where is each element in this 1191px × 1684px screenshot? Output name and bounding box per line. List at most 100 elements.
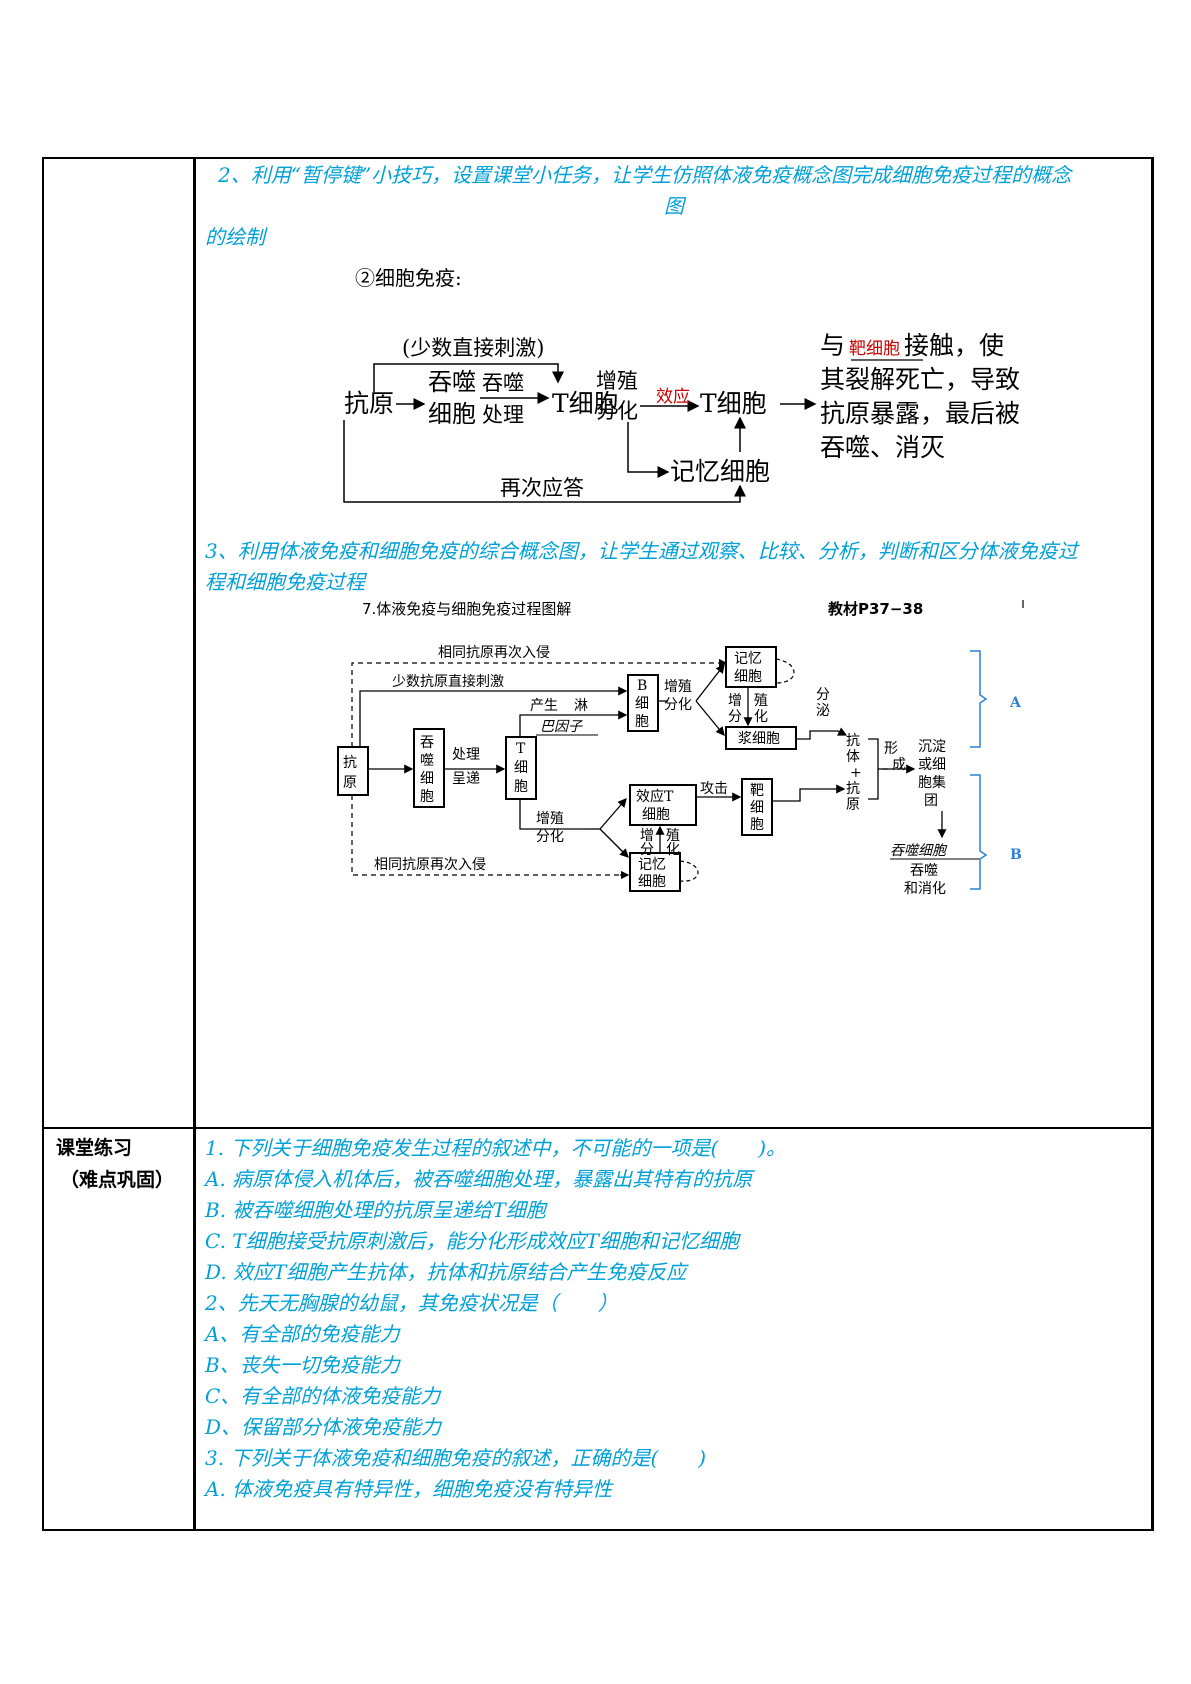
section2-line1: 2、利用“暂停键”小技巧，设置课堂小任务，让学生仿照体液免疫概念图完成细胞免疫过…	[218, 163, 1072, 187]
immunity-process-diagram: 抗 原 相同抗原再次入侵 少数抗原直接刺激 吞 噬 细 胞 处理 呈递 T 细 …	[337, 644, 1022, 895]
question-line: C、有全部的体液免疫能力	[205, 1384, 441, 1408]
stray-mark	[1022, 600, 1024, 608]
d7-plus: +	[850, 765, 862, 781]
d7-zhi-1: 殖	[754, 692, 768, 709]
ci-prolif-2: 分化	[596, 399, 638, 423]
table-column-divider	[193, 157, 196, 1531]
question-line: C. T细胞接受抗原刺激后，能分化形成效应T细胞和记忆细胞	[205, 1229, 739, 1253]
d7-produce-1: 产生	[530, 698, 558, 714]
d7-form-1: 形	[884, 741, 898, 757]
ci-few-direct: (少数直接刺激)	[402, 336, 544, 360]
d7-fen-2: 分	[640, 842, 654, 858]
d7-prolif-3: 增殖	[536, 810, 564, 827]
d7-ab-1: 抗	[846, 733, 860, 749]
d7-fen-1: 分	[728, 709, 742, 725]
ci-proc-1: 吞噬	[482, 371, 524, 395]
d7-hua-1: 化	[754, 709, 768, 725]
ci-effector: 效应	[656, 387, 690, 407]
d7-zeng-2: 增	[640, 828, 654, 844]
diagram7-ref: 教材P37−38	[828, 600, 924, 618]
question-line: A、有全部的免疫能力	[205, 1322, 400, 1346]
d7-hua-2: 化	[666, 842, 680, 858]
ci-phago-2: 细胞	[428, 400, 476, 428]
section2-line1b: 图	[664, 194, 684, 218]
d7-target-2: 细	[750, 800, 764, 816]
d7-same-top: 相同抗原再次入侵	[438, 644, 550, 661]
d7-produce-2: 淋	[574, 698, 588, 714]
d7-result-3: 胞集	[918, 774, 946, 791]
d7-phago-3: 细	[420, 771, 434, 787]
d7-mem2-2: 细胞	[638, 874, 666, 890]
d7-prolif-4: 分化	[536, 829, 564, 845]
d7-proc-1: 处理	[452, 747, 480, 763]
d7-target-3: 胞	[750, 817, 764, 833]
ci-effector-t: T细胞	[700, 389, 767, 418]
ci-antigen: 抗原	[344, 389, 394, 418]
d7-phago-end: 吞噬细胞	[890, 843, 948, 859]
d7-attack: 攻击	[700, 781, 728, 797]
ci-result-4: 吞噬、消灭	[820, 433, 945, 462]
question-line: B. 被吞噬细胞处理的抗原呈递给T细胞	[205, 1198, 546, 1222]
d7-secrete-2: 泌	[816, 703, 830, 719]
d7-phago-4: 胞	[420, 789, 434, 805]
d7-produce-3: 巴因子	[540, 719, 583, 735]
section3-line2: 程和细胞免疫过程	[205, 570, 365, 594]
d7-plasma: 浆细胞	[738, 731, 780, 747]
question-line: A. 病原体侵入机体后，被吞噬细胞处理，暴露出其特有的抗原	[205, 1167, 753, 1191]
ci-second: 再次应答	[500, 476, 584, 500]
ci-memory: 记忆细胞	[670, 457, 770, 486]
d7-ag-2: 原	[846, 797, 860, 813]
d7-memory-1: 记忆	[734, 651, 762, 667]
d7-few-direct: 少数抗原直接刺激	[392, 673, 504, 690]
d7-zeng-1: 增	[728, 693, 742, 709]
d7-same-bottom: 相同抗原再次入侵	[374, 856, 486, 873]
ci-result-1: 与靶细胞接触，使	[820, 331, 1004, 360]
question-line: 1. 下列关于细胞免疫发生过程的叙述中，不可能的一项是( )。	[205, 1136, 787, 1160]
d7-label-b: B	[1010, 847, 1022, 863]
d7-memory-2: 细胞	[734, 669, 762, 685]
d7-mem2-1: 记忆	[638, 857, 666, 873]
d7-antigen-2: 原	[343, 775, 357, 791]
d7-target-1: 靶	[750, 783, 764, 799]
d7-ag-1: 抗	[846, 781, 860, 797]
d7-result-4: 团	[924, 793, 938, 809]
question-line: A. 体液免疫具有特异性，细胞免疫没有特异性	[205, 1477, 613, 1501]
question-line: 2、先天无胸腺的幼鼠，其免疫状况是（ ）	[205, 1291, 618, 1315]
table-row-divider	[42, 1127, 1154, 1129]
side-label-practice: 课堂练习	[56, 1137, 133, 1159]
d7-antigen-1: 抗	[343, 755, 357, 771]
ci-prolif-1: 增殖	[596, 369, 638, 393]
d7-prolif-1: 增殖	[664, 678, 692, 695]
d7-label-a: A	[1009, 695, 1022, 711]
d7-prolif-2: 分化	[664, 697, 692, 713]
cell-immunity-heading: ②细胞免疫:	[355, 266, 462, 290]
ci-t-cell: T细胞	[552, 389, 619, 418]
content-table	[42, 157, 1154, 1531]
d7-t-2: 细	[514, 760, 528, 776]
d7-b-3: 胞	[635, 714, 649, 730]
d7-proc-2: 呈递	[452, 771, 480, 787]
question-line: D、保留部分体液免疫能力	[205, 1415, 442, 1439]
d7-eff-2: 细胞	[642, 807, 670, 823]
d7-t-3: 胞	[514, 779, 528, 795]
d7-phago-2: 噬	[420, 753, 434, 769]
d7-ab-2: 体	[846, 749, 860, 765]
d7-phago-1: 吞	[420, 735, 434, 751]
side-label-difficulty: （难点巩固）	[60, 1169, 175, 1191]
diagram7-title: 7.体液免疫与细胞免疫过程图解	[362, 600, 572, 618]
ci-phago-1: 吞噬	[428, 368, 476, 396]
d7-result-2: 或细	[918, 757, 946, 773]
question-line: 3. 下列关于体液免疫和细胞免疫的叙述，正确的是( )	[205, 1446, 707, 1470]
ci-proc-2: 处理	[482, 403, 524, 427]
d7-eff-1: 效应T	[636, 788, 674, 805]
d7-t-1: T	[516, 741, 526, 757]
d7-b-2: 细	[635, 696, 649, 712]
d7-eat-1: 吞噬	[910, 863, 938, 879]
section2-line2: 的绘制	[205, 225, 265, 249]
d7-b-1: B	[637, 678, 647, 694]
d7-zhi-2: 殖	[666, 827, 680, 844]
question-line: D. 效应T细胞产生抗体，抗体和抗原结合产生免疫反应	[205, 1260, 687, 1284]
d7-result-1: 沉淀	[918, 739, 946, 755]
d7-eat-2: 和消化	[904, 881, 946, 895]
ci-result-2: 其裂解死亡，导致	[820, 365, 1020, 394]
